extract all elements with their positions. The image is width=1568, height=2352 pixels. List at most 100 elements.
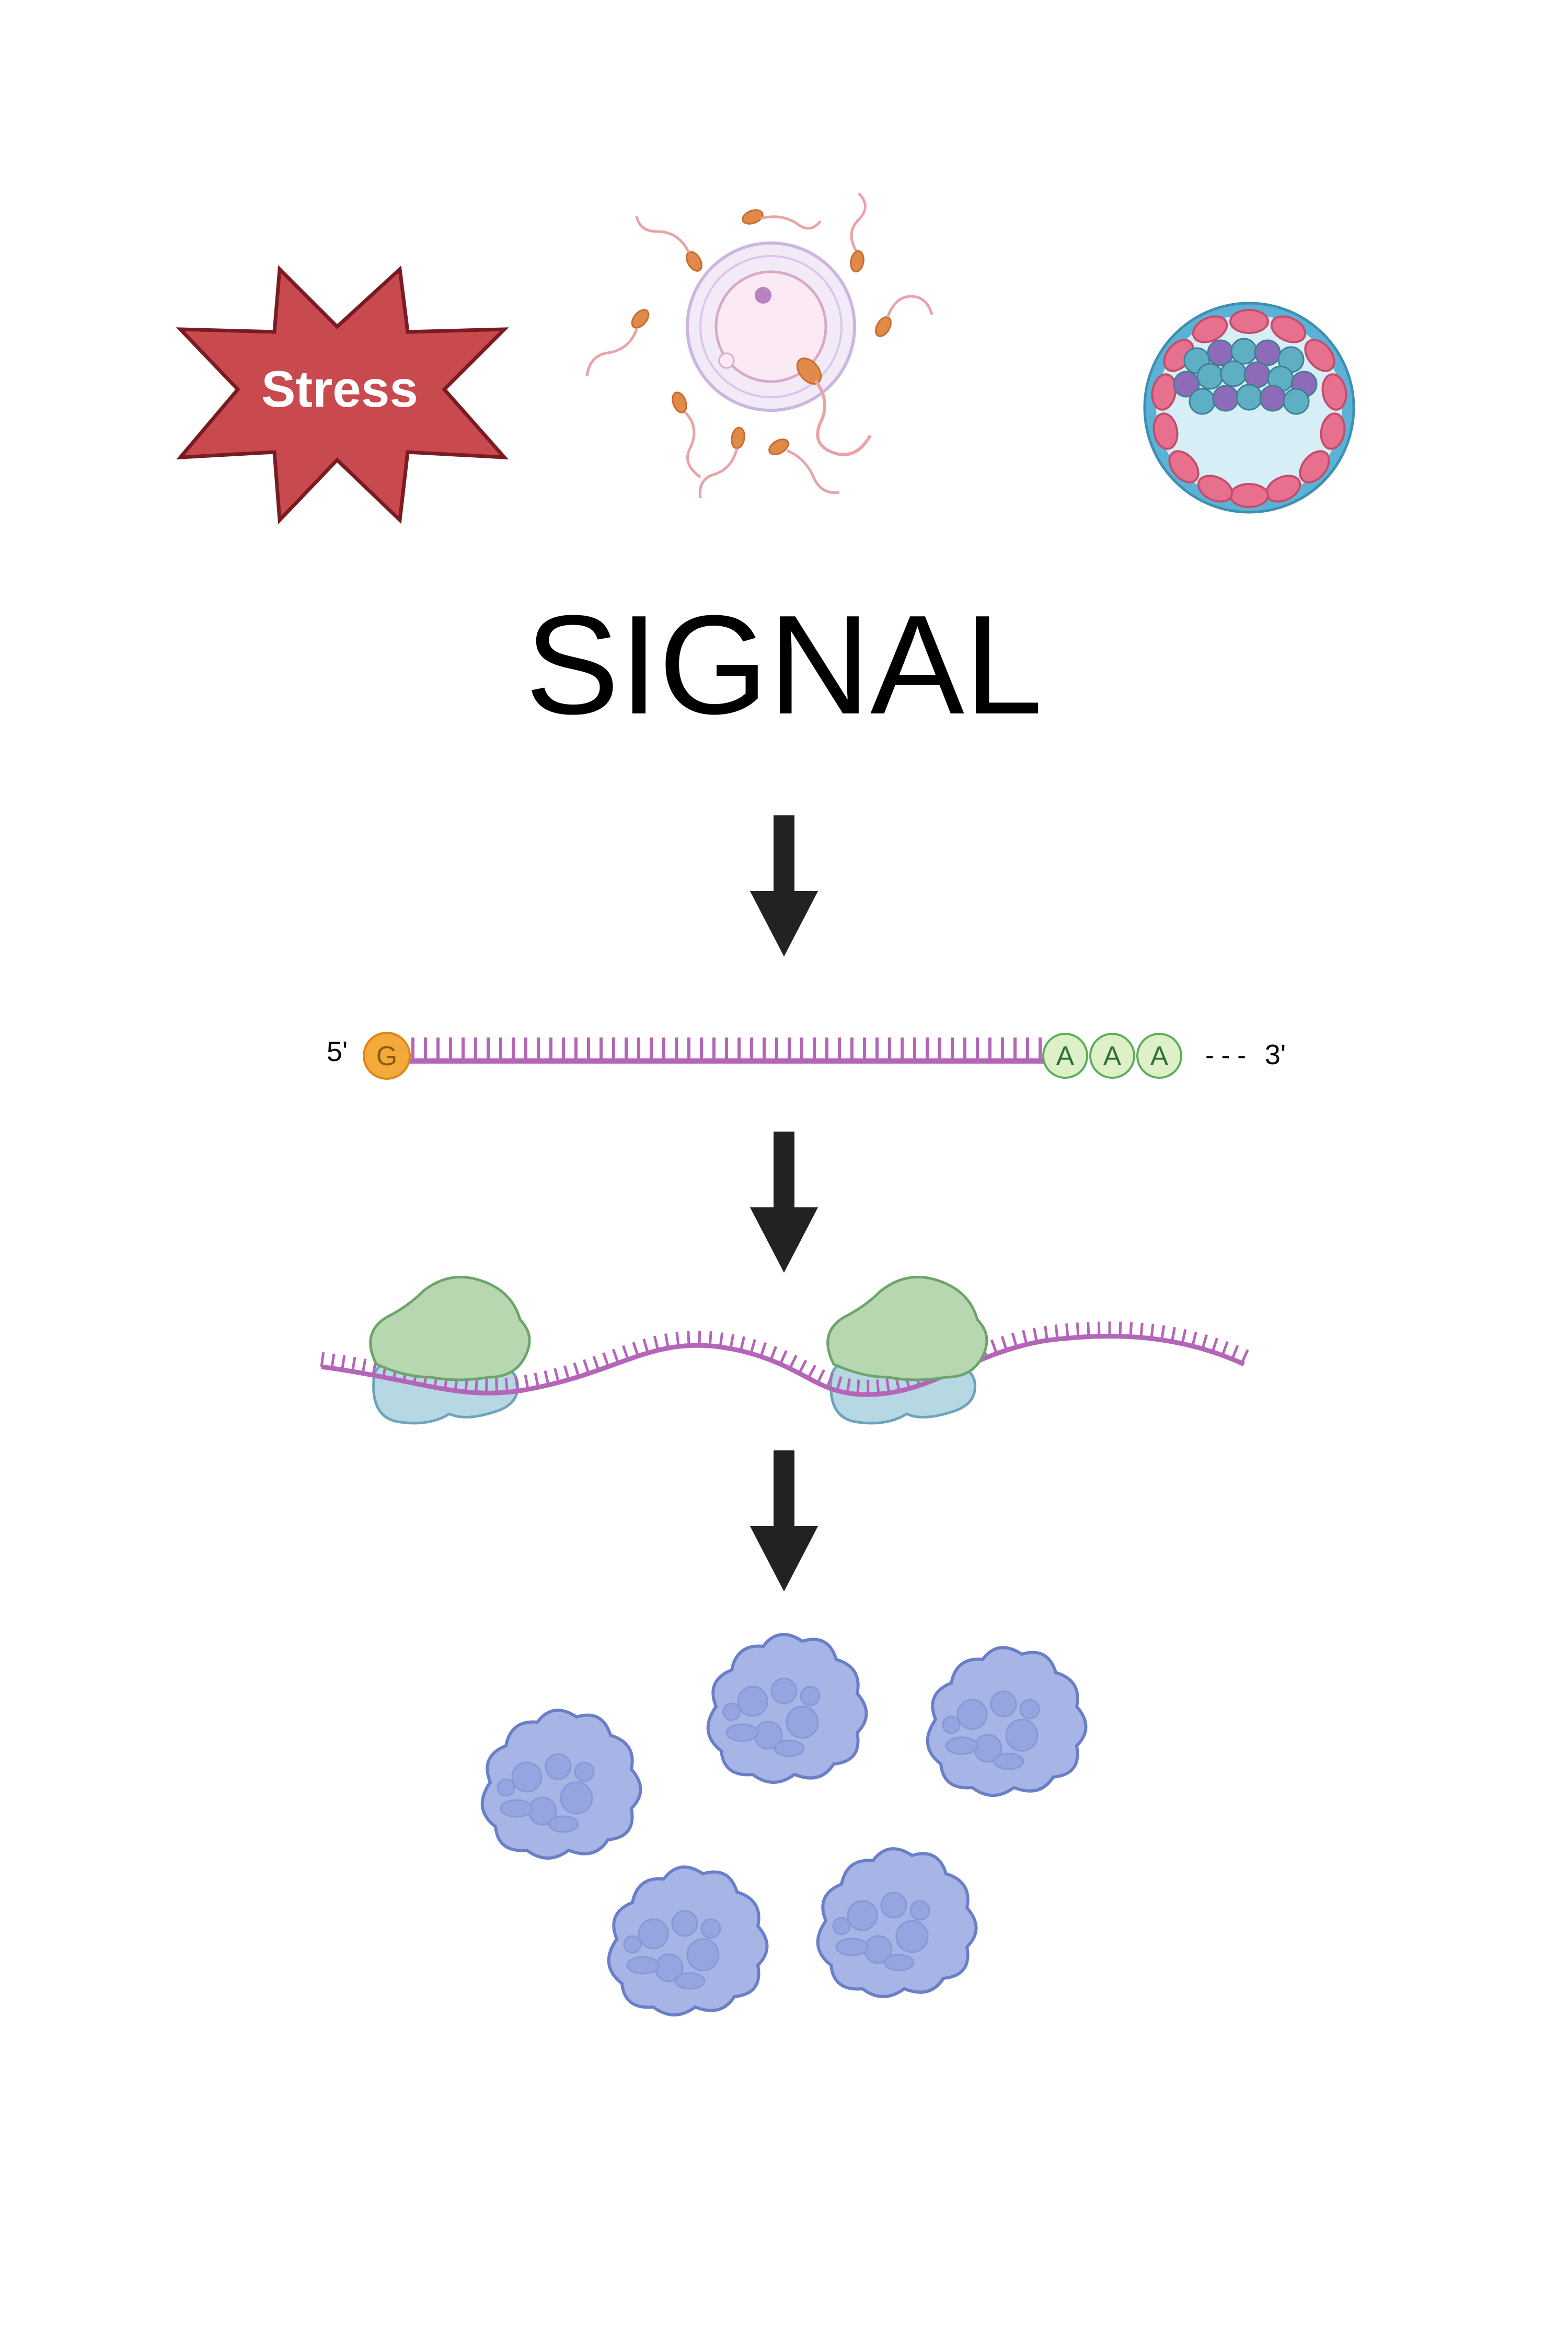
mrna-base-tick (687, 1331, 690, 1346)
mrna-base-tick (1191, 1331, 1197, 1346)
sperm-group (585, 192, 933, 499)
down-arrow-icon (750, 1132, 818, 1273)
mrna-base-tick (563, 1365, 570, 1380)
protein-icon (708, 1634, 867, 1782)
mrna-base-tick (990, 1339, 998, 1354)
mrna-base-tick (524, 1375, 529, 1390)
mrna-base-tick (351, 1356, 356, 1372)
sperm-head (742, 209, 764, 225)
mrna-base-tick (341, 1355, 346, 1370)
mrna-base-tick (885, 1378, 891, 1393)
egg-nucleus (755, 287, 771, 304)
stress-label: Stress (261, 360, 418, 418)
poly-a-label: A (1103, 1041, 1122, 1071)
poly-a-tail-dashes: - - - (1205, 1041, 1246, 1070)
mrna-base-tick (582, 1359, 590, 1374)
mrna-base-tick (1150, 1323, 1155, 1339)
egg-cell (714, 270, 827, 383)
mrna-base-tick (816, 1369, 825, 1384)
mrna-base-tick (1119, 1321, 1122, 1336)
sperm-head (768, 439, 789, 455)
mrna-base-tick (1240, 1349, 1249, 1364)
protein-icon (609, 1867, 767, 2015)
mrna-base-tick (788, 1355, 798, 1369)
sperm-head (631, 309, 650, 329)
poly-a-label: A (1056, 1041, 1075, 1071)
mrna-bases (411, 1037, 1042, 1061)
mrna-base-tick (675, 1332, 680, 1347)
poly-a-label: A (1150, 1041, 1169, 1071)
sperm-tail (814, 379, 872, 456)
poly-a-bead (1089, 1033, 1135, 1079)
mrna-base-tick (779, 1350, 788, 1365)
mrna-base-tick (1022, 1330, 1028, 1345)
egg-sperm-icon (585, 192, 933, 499)
sperm-tail (635, 215, 690, 253)
mrna-base-tick (856, 1379, 860, 1394)
mrna-base-tick (592, 1356, 600, 1371)
poly-a-bead (1042, 1033, 1088, 1079)
mrna-base-tick (1139, 1322, 1144, 1338)
sperm-tail (850, 192, 867, 252)
mrna-base-tick (514, 1376, 519, 1391)
mrna-base-tick (1032, 1328, 1039, 1343)
mrna-base-tick (544, 1370, 550, 1386)
mrna-base-tick (769, 1346, 778, 1361)
poly-a-bead (1136, 1033, 1182, 1079)
mrna-base-tick (602, 1352, 610, 1367)
mrna-base-tick (739, 1336, 746, 1351)
mrna-base-tick (664, 1333, 670, 1348)
mrna-base-tick (475, 1378, 478, 1393)
mrna-base-tick (653, 1335, 660, 1351)
mrna-base-tick (642, 1339, 650, 1354)
mrna-base-tick (1160, 1325, 1166, 1340)
five-prime-cap (363, 1032, 411, 1080)
mrna-base-tick (876, 1379, 880, 1394)
mrna-strand: 5' G A A A - - - 3' (327, 1032, 1286, 1080)
sperm-head (850, 250, 864, 273)
mrna-base-tick (1181, 1329, 1187, 1344)
sperm-tail (585, 329, 638, 377)
signal-title: SIGNAL (525, 586, 1043, 744)
mrna-base-tick (807, 1364, 816, 1379)
starburst-icon (176, 265, 509, 525)
sperm-tail (684, 411, 701, 479)
protein-icon (818, 1849, 976, 1997)
mrna-base-tick (1201, 1334, 1208, 1350)
mrna-base-tick (554, 1368, 560, 1383)
mrna-base-tick (1054, 1324, 1059, 1340)
mrna-base-tick (719, 1332, 724, 1347)
mrna-base-tick (1087, 1322, 1090, 1337)
mrna-base-tick (1000, 1335, 1008, 1351)
mrna-base-tick (1044, 1325, 1048, 1341)
three-prime-label: 3' (1265, 1039, 1286, 1070)
mrna-base-tick (1221, 1341, 1229, 1356)
sperm-tail (698, 448, 739, 499)
mrna-base-tick (320, 1352, 325, 1367)
polar-body (718, 352, 735, 369)
inner-cell-mass (1173, 338, 1318, 415)
mrna-base-tick (1231, 1345, 1239, 1360)
ribosome-large-subunit (826, 1275, 988, 1381)
protein-icon (482, 1710, 641, 1858)
ribosome-large-subunit (369, 1275, 531, 1381)
mrna-base-tick (750, 1339, 756, 1354)
mrna-base-tick (1011, 1332, 1018, 1348)
sperm-head (875, 316, 892, 337)
sperm-head (686, 251, 702, 272)
mrna-base-tick (632, 1342, 639, 1357)
sperm-head (672, 391, 687, 413)
sperm-tail (786, 449, 840, 494)
sperm-tail (886, 295, 933, 318)
blastocyst-icon (1143, 302, 1355, 514)
mrna-base-tick (729, 1334, 735, 1349)
mrna-base-tick (826, 1373, 834, 1388)
protein-group (482, 1634, 1086, 2015)
mrna-base-tick (1076, 1322, 1080, 1338)
translation-group (320, 1275, 1249, 1425)
mrna-base-tick (621, 1345, 629, 1360)
mrna-base-tick (759, 1342, 767, 1357)
mrna-base-tick (836, 1376, 843, 1391)
mrna-base-tick (612, 1348, 620, 1364)
